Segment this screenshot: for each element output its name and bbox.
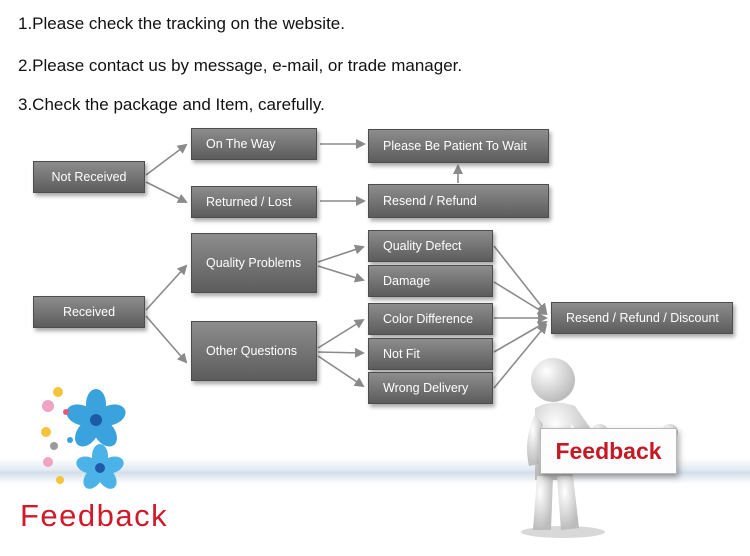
arrow-wrong-discount [493,323,548,389]
arrow-damage-discount [493,281,548,316]
node-quality-problems: Quality Problems [191,233,317,293]
arrow-other-color [317,318,365,349]
feedback-sign: Feedback [540,428,677,474]
node-damage: Damage [368,265,493,297]
arrow-quality-defect [317,244,365,263]
arrow-not-received-on-the-way [145,143,188,176]
feedback-title: Feedback [20,498,169,533]
node-wrong-delivery: Wrong Delivery [368,372,493,404]
flower-icon [41,387,126,489]
arrow-received-other [145,315,188,364]
arrow-other-notfit [317,347,365,358]
node-not-fit: Not Fit [368,338,493,370]
arrow-not-received-returned [145,181,188,203]
instruction-3: 3.Check the package and Item, carefully. [18,95,325,114]
arrow-received-quality [145,264,188,311]
node-returned-lost: Returned / Lost [191,186,317,218]
instruction-2: 2.Please contact us by message, e-mail, … [18,56,463,75]
arrow-quality-damage [317,265,365,283]
arrow-defect-discount [493,245,548,314]
arrow-other-wrong [317,355,365,388]
node-received: Received [33,296,145,328]
node-resend-refund-discount: Resend / Refund / Discount [551,302,733,334]
node-quality-defect: Quality Defect [368,230,493,262]
node-other-questions: Other Questions [191,321,317,381]
node-on-the-way: On The Way [191,128,317,160]
node-color-difference: Color Difference [368,303,493,335]
node-resend-refund: Resend / Refund [368,184,549,218]
instruction-1: 1.Please check the tracking on the websi… [18,14,345,33]
flower-decoration [41,387,126,489]
node-not-received: Not Received [33,161,145,193]
node-please-wait: Please Be Patient To Wait [368,129,549,163]
